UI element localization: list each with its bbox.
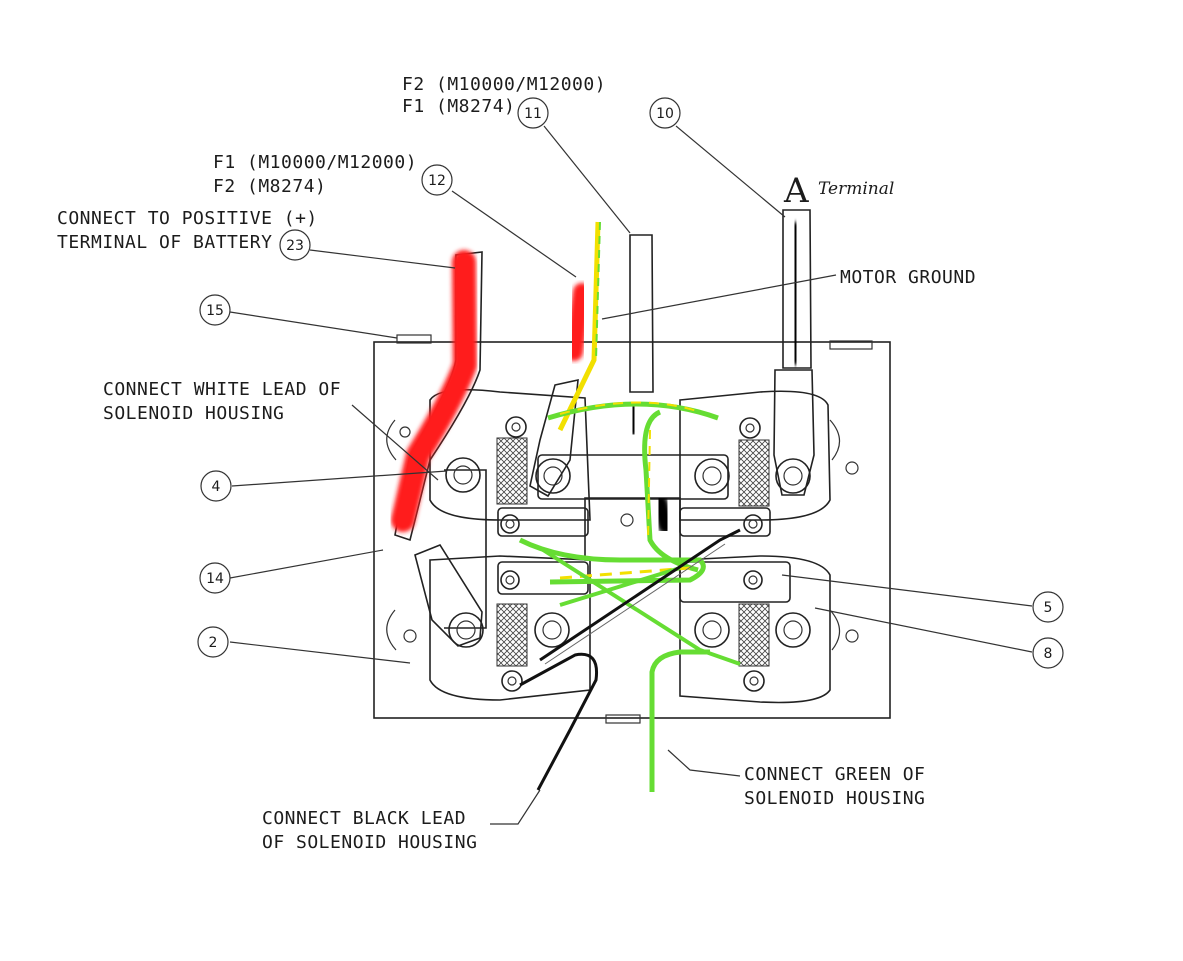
- large-stud: [534, 612, 570, 648]
- large-stud: [445, 457, 481, 493]
- black-lead-wire: [544, 543, 726, 665]
- callout-23: 23: [279, 229, 311, 261]
- yellow-green-wires: [518, 221, 741, 792]
- text-labels: F2 (M10000/M12000) F1 (M8274) F1 (M10000…: [57, 74, 976, 853]
- svg-text:10: 10: [656, 106, 674, 122]
- label-white-lead-2: SOLENOID HOUSING: [103, 403, 284, 424]
- svg-text:5: 5: [1044, 600, 1053, 616]
- large-stud: [694, 458, 730, 494]
- callout-10: 10: [649, 97, 681, 129]
- callout-8: 8: [1032, 637, 1064, 669]
- yellow-wire: [557, 221, 601, 432]
- callout-2: 2: [197, 626, 229, 658]
- black-wire-highlight: [652, 495, 674, 534]
- leader-lines: [229, 125, 1033, 825]
- callout-11: 11: [517, 97, 549, 129]
- black-lead-wire: [539, 528, 741, 662]
- callout-5: 5: [1032, 591, 1064, 623]
- label-f2-m10000-m12000: F2 (M10000/M12000): [402, 74, 606, 95]
- label-f2-m8274: F2 (M8274): [213, 176, 326, 197]
- black-lead-wire: [519, 652, 599, 791]
- svg-text:14: 14: [206, 571, 224, 587]
- green-wire: [518, 537, 706, 585]
- svg-text:11: 11: [524, 106, 542, 122]
- terminal-studs: [445, 416, 811, 692]
- svg-text:15: 15: [206, 303, 224, 319]
- red-wire-f-highlight: [565, 283, 591, 361]
- svg-text:2: 2: [209, 635, 218, 651]
- black-solenoid-lead: [519, 528, 741, 791]
- green-wire: [642, 409, 699, 573]
- solenoid-housings: [386, 388, 859, 704]
- black-wire-highlight: [626, 401, 641, 437]
- green-solenoid-lead: [649, 649, 710, 792]
- callout-4: 4: [200, 470, 232, 502]
- label-black-lead-2: OF SOLENOID HOUSING: [262, 832, 477, 853]
- svg-text:4: 4: [212, 479, 221, 495]
- label-connect-positive-1: CONNECT TO POSITIVE (+): [57, 208, 318, 229]
- large-stud: [535, 458, 571, 494]
- large-stud: [448, 612, 484, 648]
- yellow-stripe: [647, 429, 651, 541]
- red-battery-cable: [391, 250, 591, 532]
- callout-14: 14: [199, 562, 231, 594]
- label-green-lead-1: CONNECT GREEN OF: [744, 764, 925, 785]
- yellow-stripe: [559, 401, 701, 415]
- svg-text:12: 12: [428, 173, 446, 189]
- large-stud: [775, 612, 811, 648]
- bus-bars: [444, 454, 791, 629]
- black-ground-highlight: [785, 222, 806, 365]
- label-connect-positive-2: TERMINAL OF BATTERY: [57, 232, 272, 253]
- label-terminal: Terminal: [818, 179, 894, 199]
- red-wire-highlight: [391, 250, 478, 532]
- black-motor-cables: [626, 222, 806, 534]
- svg-text:23: 23: [286, 238, 304, 254]
- large-stud: [694, 612, 730, 648]
- label-f1-m10000-m12000: F1 (M10000/M12000): [213, 152, 417, 173]
- large-stud: [775, 458, 811, 494]
- callout-15: 15: [199, 294, 231, 326]
- label-black-lead-1: CONNECT BLACK LEAD: [262, 808, 466, 829]
- label-motor-ground: MOTOR GROUND: [840, 267, 976, 288]
- label-green-lead-2: SOLENOID HOUSING: [744, 788, 925, 809]
- callout-12: 12: [421, 164, 453, 196]
- label-a-letter: A: [783, 171, 809, 211]
- callout-bubbles: 23 12 11 10 15 4 14 2: [197, 97, 1064, 669]
- green-stripe: [595, 221, 601, 361]
- label-f1-m8274: F1 (M8274): [402, 96, 515, 117]
- label-white-lead-1: CONNECT WHITE LEAD OF: [103, 379, 341, 400]
- green-wire: [559, 566, 681, 607]
- svg-text:8: 8: [1044, 646, 1053, 662]
